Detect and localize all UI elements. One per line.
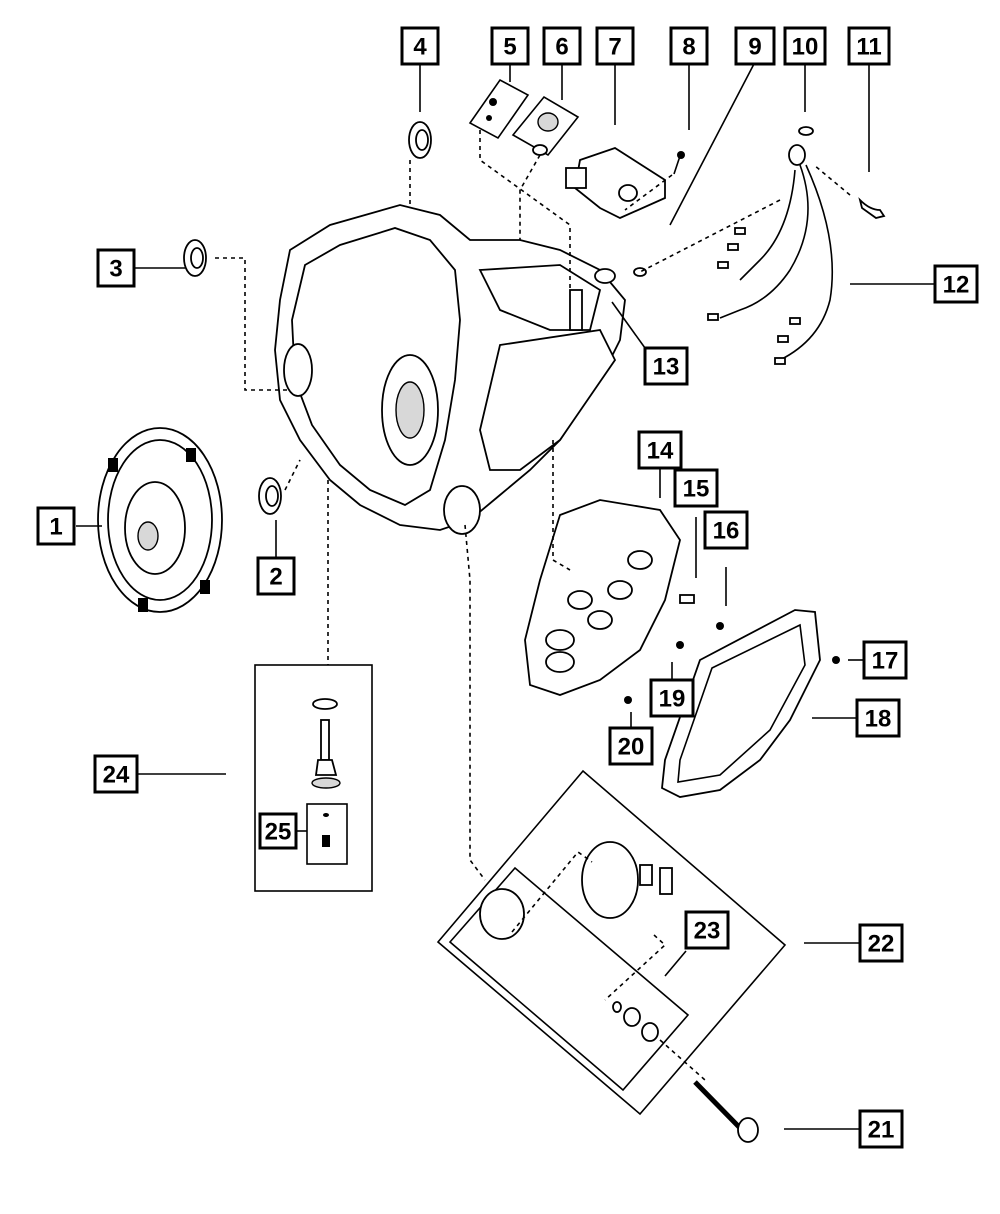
- callout-6: 6: [542, 26, 582, 66]
- svg-text:3: 3: [109, 256, 122, 283]
- callout-15: 15: [673, 468, 719, 508]
- plug-kit-6: [511, 95, 580, 157]
- svg-text:14: 14: [647, 438, 674, 465]
- svg-text:1: 1: [49, 514, 62, 541]
- bolt-21: [693, 1080, 759, 1143]
- svg-text:10: 10: [792, 34, 819, 61]
- callout-25: 25: [258, 812, 298, 850]
- callout-14: 14: [637, 430, 683, 470]
- callout-18: 18: [855, 698, 901, 738]
- svg-text:21: 21: [868, 1117, 895, 1144]
- svg-text:22: 22: [868, 931, 895, 958]
- plug-kit-5: [468, 78, 530, 140]
- svg-text:5: 5: [503, 34, 516, 61]
- oil-pan: [661, 609, 821, 798]
- bolt-16: [716, 622, 724, 630]
- callout-16: 16: [703, 510, 749, 550]
- seal-4: [408, 121, 432, 159]
- bracket-15: [679, 594, 695, 604]
- svg-text:11: 11: [856, 34, 881, 61]
- wiring-harness: [707, 144, 834, 365]
- callout-13: 13: [643, 346, 689, 386]
- svg-text:16: 16: [713, 518, 740, 545]
- callout-21: 21: [858, 1109, 904, 1149]
- torque-converter: [97, 427, 223, 613]
- callout-5: 5: [490, 26, 530, 66]
- callout-23: 23: [684, 910, 730, 950]
- svg-text:19: 19: [659, 686, 686, 713]
- callout-4: 4: [400, 26, 440, 66]
- callout-7: 7: [595, 26, 635, 66]
- callout-1: 1: [36, 506, 76, 546]
- callout-22: 22: [858, 923, 904, 963]
- callout-8: 8: [669, 26, 709, 66]
- svg-text:2: 2: [269, 564, 282, 591]
- svg-text:12: 12: [943, 272, 970, 299]
- callout-12: 12: [933, 264, 979, 304]
- svg-text:9: 9: [748, 34, 761, 61]
- svg-text:24: 24: [103, 762, 130, 789]
- svg-text:25: 25: [265, 819, 292, 846]
- callout-11: 11: [847, 26, 891, 66]
- bolt-17: [832, 656, 840, 664]
- assembly-lines: [215, 130, 851, 1081]
- callout-20: 20: [608, 726, 654, 766]
- seal-2: [258, 477, 282, 515]
- svg-text:17: 17: [872, 648, 899, 675]
- svg-text:20: 20: [618, 734, 645, 761]
- callout-10: 10: [783, 26, 827, 66]
- dipstick-tube-kit: [254, 664, 373, 892]
- svg-text:18: 18: [865, 706, 892, 733]
- seal-3: [183, 239, 207, 277]
- svg-text:23: 23: [694, 918, 721, 945]
- callout-2: 2: [256, 556, 296, 596]
- svg-text:8: 8: [682, 34, 695, 61]
- valve-body: [524, 499, 681, 696]
- svg-text:13: 13: [653, 354, 680, 381]
- svg-text:15: 15: [683, 476, 710, 503]
- oil-cooler-kit: [436, 769, 787, 1116]
- callout-24: 24: [93, 754, 139, 794]
- callout-17: 17: [862, 640, 908, 680]
- bolt-20: [624, 696, 632, 704]
- transmission-case: [274, 204, 626, 535]
- callout-3: 3: [96, 248, 136, 288]
- svg-text:6: 6: [555, 34, 568, 61]
- control-module: [565, 147, 666, 219]
- leader-lines: [76, 61, 935, 1130]
- callout-9: 9: [734, 26, 776, 66]
- svg-text:7: 7: [608, 34, 621, 61]
- callout-19: 19: [649, 678, 695, 718]
- svg-text:4: 4: [413, 34, 427, 61]
- bolt-8: [673, 151, 685, 175]
- o-ring-10: [798, 126, 814, 136]
- clip-11: [858, 197, 886, 219]
- sensor-13: [594, 267, 647, 284]
- bolt-19: [676, 641, 684, 649]
